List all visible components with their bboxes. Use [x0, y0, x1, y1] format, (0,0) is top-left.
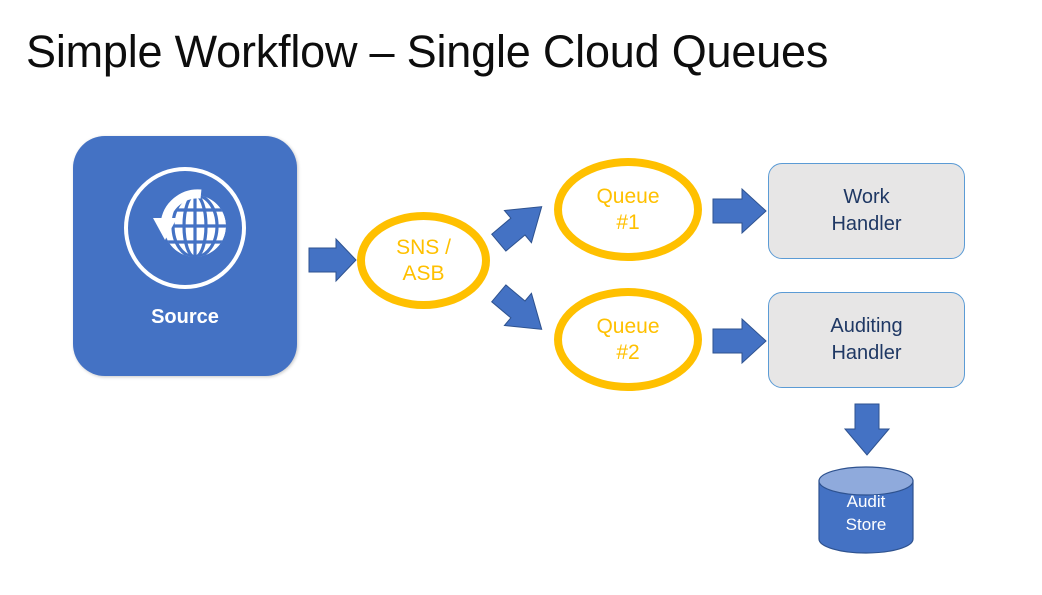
queue-2-node[interactable]: Queue #2: [554, 288, 702, 391]
auditing-handler-node[interactable]: Auditing Handler: [768, 292, 965, 388]
arrow-queue1-to-work-handler: [712, 187, 767, 235]
work-handler-node[interactable]: Work Handler: [768, 163, 965, 259]
queue-1-node[interactable]: Queue #1: [554, 158, 702, 261]
source-node[interactable]: Source: [73, 136, 297, 376]
audit-store-node[interactable]: Audit Store: [817, 466, 915, 554]
database-cylinder-icon: [818, 466, 914, 554]
arrow-sns-to-queue2: [491, 284, 543, 330]
arrow-source-to-sns: [308, 237, 357, 283]
arrow-queue2-to-auditing-handler: [712, 317, 767, 365]
work-handler-label: Work Handler: [831, 186, 902, 235]
sns-asb-label: SNS / ASB: [396, 235, 451, 285]
arrow-auditing-handler-to-audit-store: [843, 403, 891, 456]
queue-2-label: Queue #2: [596, 314, 660, 364]
globe-download-icon: [115, 158, 255, 298]
source-label: Source: [151, 306, 219, 328]
queue-1-label: Queue #1: [596, 184, 660, 234]
auditing-handler-label: Auditing Handler: [830, 315, 903, 364]
page-title: Simple Workflow – Single Cloud Queues: [26, 26, 829, 77]
sns-asb-node[interactable]: SNS / ASB: [357, 212, 490, 309]
arrow-sns-to-queue1: [491, 206, 543, 252]
